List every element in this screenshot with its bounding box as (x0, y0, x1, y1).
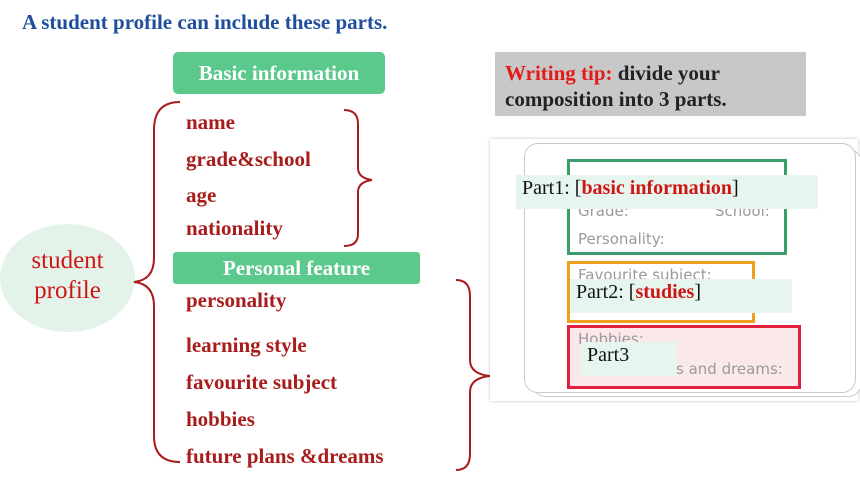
writing-tip-text1: divide your (612, 61, 720, 85)
part3-label: Part3 (581, 342, 677, 376)
basic-item-name: name (186, 110, 235, 134)
personal-item-favourite-subject: favourite subject (186, 370, 338, 394)
writing-tip-line1: Writing tip: divide your (505, 60, 806, 86)
writing-tip-label: Writing tip: (505, 61, 613, 85)
basic-item-nationality: nationality (186, 216, 283, 240)
writing-tip-box: Writing tip: divide your composition int… (495, 52, 806, 116)
dreams-field-label: s and dreams: (676, 360, 783, 378)
page-title: A student profile can include these part… (22, 10, 388, 34)
profile-card-image: Grade: School: Personality: Favourite su… (490, 139, 860, 401)
personal-item-personality: personality (186, 288, 287, 312)
part2-label: Part2: [studies] (570, 279, 792, 313)
personal-item-future-plans: future plans &dreams (186, 444, 384, 468)
basic-information-label: Basic information (173, 52, 385, 94)
basic-right-brace (343, 109, 373, 247)
hobbies-section-box: Hobbies: s and dreams: (567, 325, 801, 389)
part1-label: Part1: [basic information] (516, 175, 818, 209)
writing-tip-line2: composition into 3 parts. (505, 87, 727, 111)
personal-item-learning-style: learning style (186, 333, 307, 357)
basic-item-age: age (186, 183, 217, 207)
student-profile-oval (0, 224, 135, 332)
student-profile-line2: profile (34, 277, 101, 304)
personality-field-label: Personality: (578, 230, 665, 248)
personal-item-hobbies: hobbies (186, 407, 255, 431)
part1-highlight: basic information (581, 177, 732, 199)
personal-feature-label: Personal feature (173, 252, 420, 284)
part2-highlight: studies (635, 281, 695, 303)
student-profile-label: student profile (0, 246, 135, 306)
basic-item-grade-school: grade&school (186, 147, 311, 171)
main-left-brace (133, 101, 181, 463)
student-profile-line1: student (31, 247, 104, 274)
